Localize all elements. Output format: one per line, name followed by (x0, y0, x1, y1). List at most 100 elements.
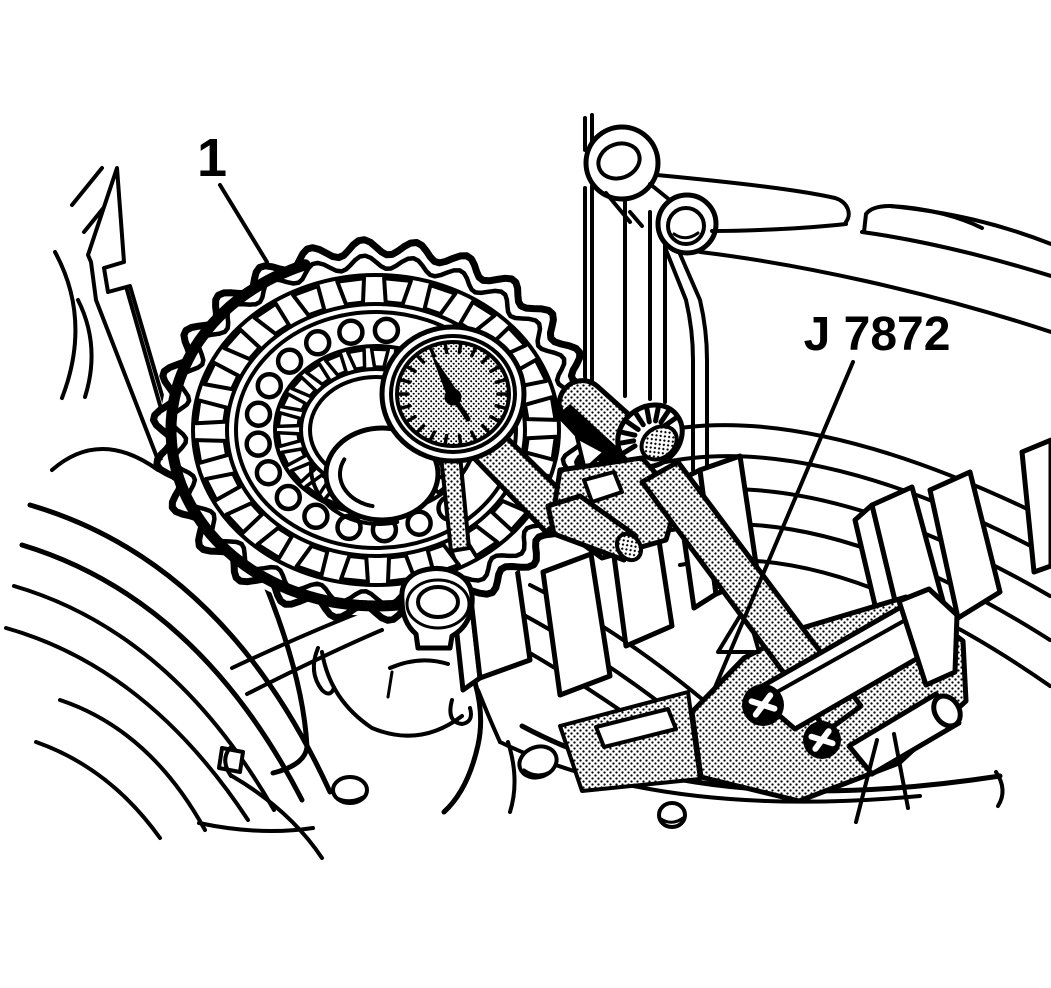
gauge-ticks (397, 342, 509, 446)
case-edge (197, 821, 315, 834)
decor-line (309, 462, 400, 526)
gauge-tick (480, 354, 491, 365)
drum-tab (490, 498, 530, 533)
bore-hook (448, 698, 473, 726)
housing-arc (654, 454, 1051, 558)
bolt-boss-hole (666, 206, 706, 246)
bore-arc (27, 502, 333, 795)
drum-hole (275, 347, 304, 375)
web-boss (399, 566, 475, 651)
case-flange (860, 230, 1051, 278)
knurl-stripe (662, 415, 678, 429)
drum-spline-tab (280, 392, 308, 413)
drum-tab (222, 327, 262, 362)
clutch-tooth (927, 469, 1003, 621)
drum-hole (254, 458, 283, 487)
housing-arc (646, 423, 1051, 522)
gauge-tick (457, 433, 463, 446)
case-flange (698, 250, 1051, 334)
drum-tab (252, 301, 291, 336)
bore-arc (53, 250, 78, 400)
knob-collar (639, 424, 679, 462)
bore-hook (311, 646, 336, 696)
gauge-tick (405, 365, 417, 374)
clamp-notch (575, 435, 607, 472)
drum-spline-tab (290, 375, 318, 399)
bore-arc (12, 584, 276, 812)
clamp-jaw-slot (582, 470, 624, 504)
case-rib (678, 252, 709, 482)
gauge-tick (489, 365, 501, 374)
drum-tab (291, 284, 327, 318)
gauge-tick (457, 342, 463, 355)
gauge-tick (415, 423, 426, 434)
clutch-tooth (540, 551, 613, 698)
bore-arc (76, 298, 94, 399)
bore-arc (58, 698, 207, 832)
screw-slots (748, 692, 836, 752)
bolt-hole-shade (522, 768, 555, 777)
boss-neck (604, 191, 632, 224)
decor-line (165, 259, 469, 612)
drum-hole (274, 483, 303, 512)
callout-tool-leader (711, 360, 855, 694)
web-boss-ring (405, 578, 471, 630)
base-end-plate (896, 586, 960, 688)
gauge-bezel-inner (389, 334, 517, 454)
drum-tab (294, 543, 330, 577)
knob-knurling (618, 405, 678, 456)
decor-line (150, 236, 602, 624)
case-edge (230, 774, 324, 860)
knurl-stripe (618, 438, 637, 446)
drum-tab (422, 283, 458, 317)
drum-tab (523, 395, 558, 422)
knurl-stripe (644, 406, 652, 425)
gauge-needle (430, 351, 458, 399)
hatch-tick (70, 166, 104, 207)
gauge-tick (405, 414, 417, 423)
drum-tab (523, 434, 558, 462)
knurl-stripe (621, 443, 638, 456)
rim-hook (994, 770, 1005, 808)
bore-arc (50, 447, 160, 472)
drum-tab (194, 438, 229, 465)
knurled-knob (615, 402, 685, 470)
gauge-tick (428, 430, 437, 442)
drum-tab (194, 398, 229, 426)
gauge-tick (480, 423, 491, 434)
base-rail-edge (766, 616, 911, 699)
web-edge (252, 557, 310, 776)
bore-arc (4, 626, 250, 822)
gauge-tick (489, 414, 501, 423)
drum-hole (244, 400, 273, 428)
gauge-tick (443, 433, 449, 446)
web-edge (506, 740, 517, 814)
base-leg (854, 738, 879, 824)
indicator-base-hardware (742, 586, 963, 824)
drum-hole (372, 316, 401, 345)
bore-cup (388, 658, 450, 670)
drum-spline-tab (304, 362, 332, 387)
drum-bore-shade (309, 462, 400, 526)
knurl-stripe (653, 405, 661, 424)
bolt-hole (331, 775, 369, 805)
web-boss-hole (416, 585, 460, 619)
drum-hole (337, 318, 365, 346)
base-sleeve-cap (931, 693, 963, 729)
drum-tab (255, 525, 294, 561)
case-rib (664, 248, 695, 472)
gauge-tick (399, 378, 412, 384)
bolt-boss (583, 124, 661, 202)
drum-tab (203, 471, 242, 502)
screw-slot (748, 698, 778, 712)
drum-hole (303, 329, 332, 357)
drum-hole (244, 430, 272, 458)
clamp-rod-cap (614, 531, 644, 563)
web-edge (476, 688, 502, 744)
dial-gauge (379, 324, 527, 464)
knurl-stripe (658, 408, 671, 425)
bore-arc (19, 542, 305, 803)
drum-spline-tab (369, 347, 391, 370)
